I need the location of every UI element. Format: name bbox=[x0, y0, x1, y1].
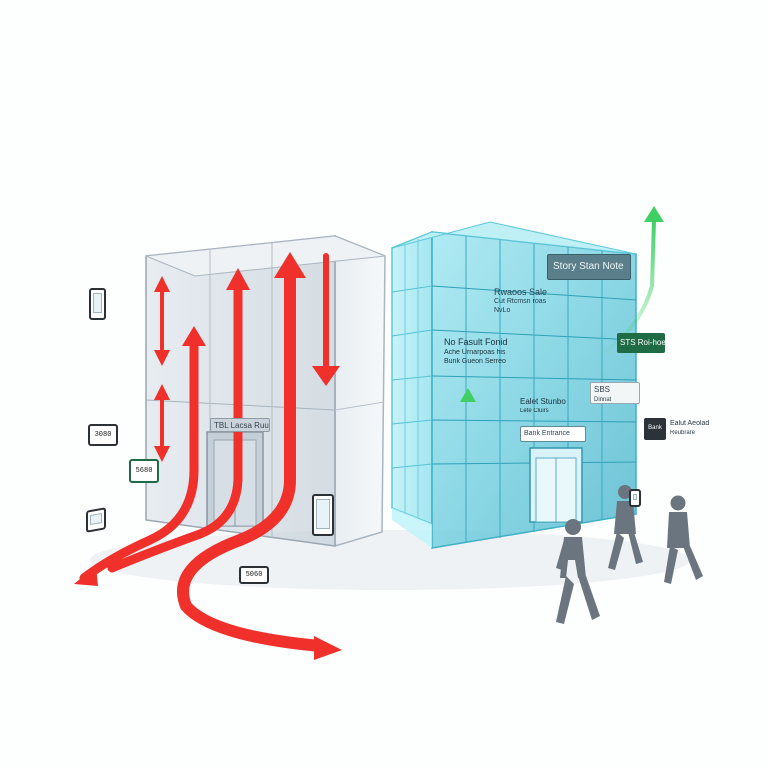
bank-icon: Bank bbox=[648, 425, 662, 431]
right-building-line-6: Bunk Gueon Serreo bbox=[444, 358, 506, 365]
card-device-3: 5060 bbox=[239, 566, 269, 584]
mid-value-tag: SBS Dinnat bbox=[590, 382, 640, 404]
people bbox=[556, 485, 703, 624]
card-device-2: 5680 bbox=[129, 459, 159, 483]
right-building bbox=[391, 221, 637, 549]
green-arrows bbox=[460, 206, 664, 510]
phone-icon-building bbox=[312, 494, 334, 536]
right-building-line-2: Cut Rtcmsn roas bbox=[494, 298, 547, 305]
green-value-tag: STS Roi-hoes bbox=[617, 333, 665, 353]
phone-icon-top bbox=[89, 288, 106, 320]
bank-icon-tag: Bank bbox=[644, 418, 666, 440]
right-building-line-3: NvLo bbox=[494, 307, 511, 314]
bank-tag-title: Ealut Aeolad bbox=[670, 420, 710, 427]
card-device-1: 3080 bbox=[88, 424, 118, 446]
person-walking-1 bbox=[556, 519, 600, 624]
bank-tag-sub: Reubrare bbox=[670, 430, 696, 436]
left-building-sign: TBL Lacsa Ruuc bbox=[210, 418, 270, 432]
phone-icon-person bbox=[629, 489, 641, 507]
right-building-line-1: Rwaoos Sale bbox=[494, 287, 548, 297]
left-building bbox=[145, 234, 386, 548]
right-building-line-8: Lete Cluirs bbox=[520, 408, 549, 414]
right-building-header-panel: Story Stan Note bbox=[547, 254, 631, 280]
card-stack-icon bbox=[86, 507, 106, 533]
right-building-line-5: Ache Urnarpoas his bbox=[444, 349, 506, 356]
person-walking-2 bbox=[608, 485, 643, 570]
right-building-line-4: No Fasult Fonid bbox=[444, 337, 508, 347]
right-building-entrance-sign: Bank Entrance bbox=[520, 426, 586, 442]
red-arrows bbox=[74, 252, 342, 660]
right-building-line-7: Ealet Stunbo bbox=[520, 397, 566, 406]
person-walking-3 bbox=[664, 495, 703, 584]
